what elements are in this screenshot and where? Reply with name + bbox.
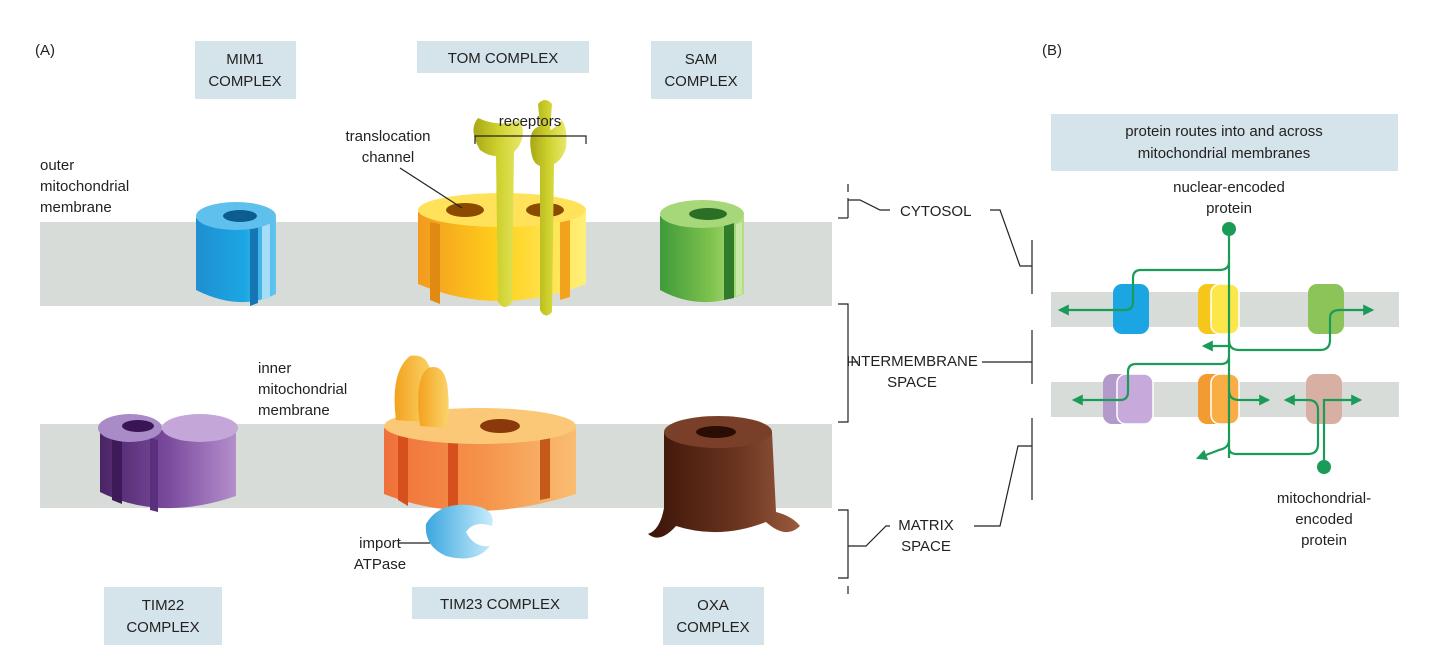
mito-protein-dot — [1317, 460, 1331, 474]
outer-membrane-label: outer mitochondrial membrane — [40, 157, 129, 216]
cytosol-label: CYTOSOL — [900, 203, 971, 220]
svg-text:outer: outer — [40, 157, 74, 174]
svg-text:protein: protein — [1206, 200, 1252, 217]
intermembrane-space-label: INTERMEMBRANE SPACE — [846, 353, 978, 391]
svg-text:protein routes into and across: protein routes into and across — [1125, 123, 1323, 140]
svg-text:SPACE: SPACE — [887, 374, 937, 391]
panel-b-label: (B) — [1042, 42, 1062, 59]
oxa-complex — [648, 416, 800, 538]
svg-text:COMPLEX: COMPLEX — [664, 73, 737, 90]
svg-text:membrane: membrane — [258, 402, 330, 419]
svg-text:TIM23 COMPLEX: TIM23 COMPLEX — [440, 596, 560, 613]
tom-complex-label: TOM COMPLEX — [417, 41, 589, 73]
tom-receptors — [473, 100, 567, 316]
svg-text:translocation: translocation — [345, 128, 430, 145]
svg-text:MATRIX: MATRIX — [898, 517, 954, 534]
svg-text:CYTOSOL: CYTOSOL — [900, 203, 971, 220]
receptors-label: receptors — [499, 113, 562, 130]
svg-text:inner: inner — [258, 360, 291, 377]
svg-text:membrane: membrane — [40, 199, 112, 216]
panel-b-title: protein routes into and across mitochond… — [1051, 114, 1398, 171]
svg-text:channel: channel — [362, 149, 415, 166]
import-atpase-label: import ATPase — [354, 535, 430, 573]
svg-text:MIM1: MIM1 — [226, 51, 264, 68]
svg-text:ATPase: ATPase — [354, 556, 406, 573]
panel-b-connectors — [974, 209, 1033, 527]
translocation-channel-label: translocation channel — [345, 128, 463, 209]
mim1-complex — [196, 202, 276, 306]
svg-text:TIM22: TIM22 — [142, 597, 185, 614]
svg-text:mitochondrial: mitochondrial — [40, 178, 129, 195]
svg-text:nuclear-encoded: nuclear-encoded — [1173, 179, 1285, 196]
import-atpase — [425, 504, 493, 559]
tim23-complex-label: TIM23 COMPLEX — [412, 587, 588, 619]
tim22-complex-label: TIM22 COMPLEX — [104, 587, 222, 645]
svg-text:mitochondrial-: mitochondrial- — [1277, 490, 1371, 507]
svg-text:TOM COMPLEX: TOM COMPLEX — [448, 50, 559, 67]
svg-text:SPACE: SPACE — [901, 538, 951, 555]
oxa-complex-label: OXA COMPLEX — [663, 587, 764, 645]
svg-text:INTERMEMBRANE: INTERMEMBRANE — [846, 353, 978, 370]
panel-a-label: (A) — [35, 42, 55, 59]
protein-routes — [1057, 222, 1375, 474]
nuclear-protein-dot — [1222, 222, 1236, 236]
inner-membrane-label: inner mitochondrial membrane — [258, 360, 347, 419]
mim1-complex-label: MIM1 COMPLEX — [195, 41, 296, 99]
nuclear-encoded-protein-label: nuclear-encoded protein — [1173, 179, 1285, 217]
receptors-bracket: receptors — [474, 113, 587, 144]
matrix-space-label: MATRIX SPACE — [898, 517, 954, 555]
svg-text:SAM: SAM — [685, 51, 718, 68]
svg-text:COMPLEX: COMPLEX — [126, 619, 199, 636]
svg-text:import: import — [359, 535, 402, 552]
tim23-complex — [384, 355, 576, 514]
svg-text:encoded: encoded — [1295, 511, 1353, 528]
svg-text:OXA: OXA — [697, 597, 729, 614]
panel-b-sam — [1308, 284, 1344, 334]
sam-complex-label: SAM COMPLEX — [651, 41, 752, 99]
mitochondrial-encoded-protein-label: mitochondrial- encoded protein — [1277, 490, 1371, 549]
sam-complex — [660, 200, 744, 303]
tim22-complex — [98, 414, 238, 512]
svg-text:COMPLEX: COMPLEX — [208, 73, 281, 90]
compartment-brackets — [838, 184, 890, 594]
panel-b-tom-b — [1210, 283, 1240, 335]
svg-text:mitochondrial membranes: mitochondrial membranes — [1138, 145, 1311, 162]
svg-text:COMPLEX: COMPLEX — [676, 619, 749, 636]
svg-text:mitochondrial: mitochondrial — [258, 381, 347, 398]
svg-text:protein: protein — [1301, 532, 1347, 549]
